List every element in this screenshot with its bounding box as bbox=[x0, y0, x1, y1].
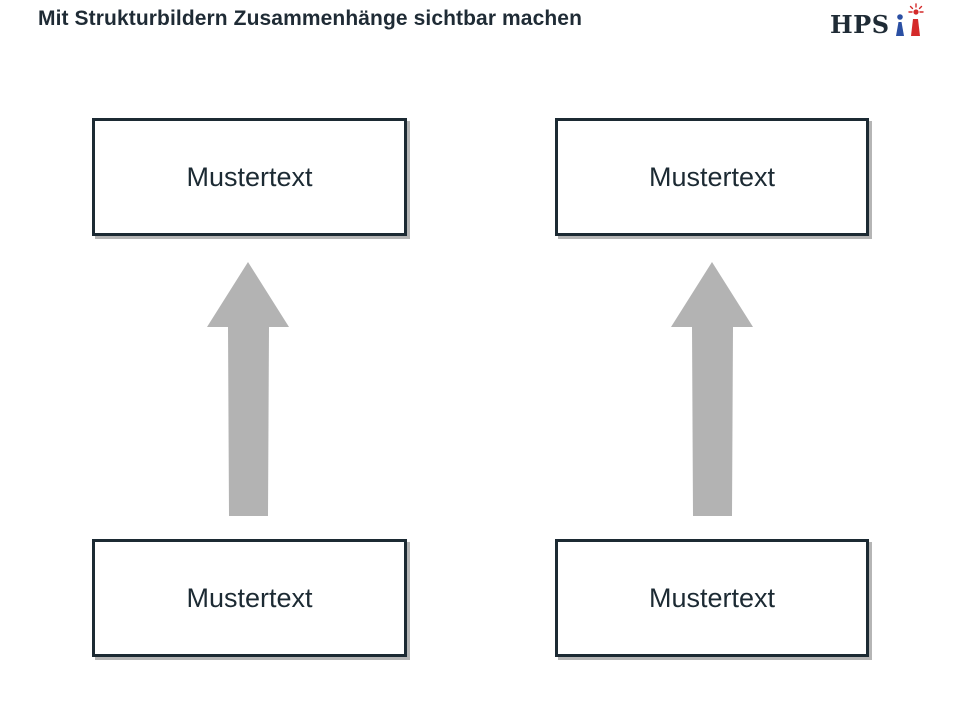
slide-title: Mit Strukturbildern Zusammenhänge sichtb… bbox=[38, 7, 582, 30]
hps-logo: HPS bbox=[830, 2, 930, 44]
up-arrow-left bbox=[207, 262, 289, 516]
up-arrow-right bbox=[671, 262, 753, 516]
bottom-left-box: Mustertext bbox=[92, 539, 407, 657]
bottom-right-box: Mustertext bbox=[555, 539, 869, 657]
top-right-box: Mustertext bbox=[555, 118, 869, 236]
logo-text: HPS bbox=[830, 10, 890, 39]
people-figures-icon bbox=[896, 3, 924, 36]
top-left-box: Mustertext bbox=[92, 118, 407, 236]
